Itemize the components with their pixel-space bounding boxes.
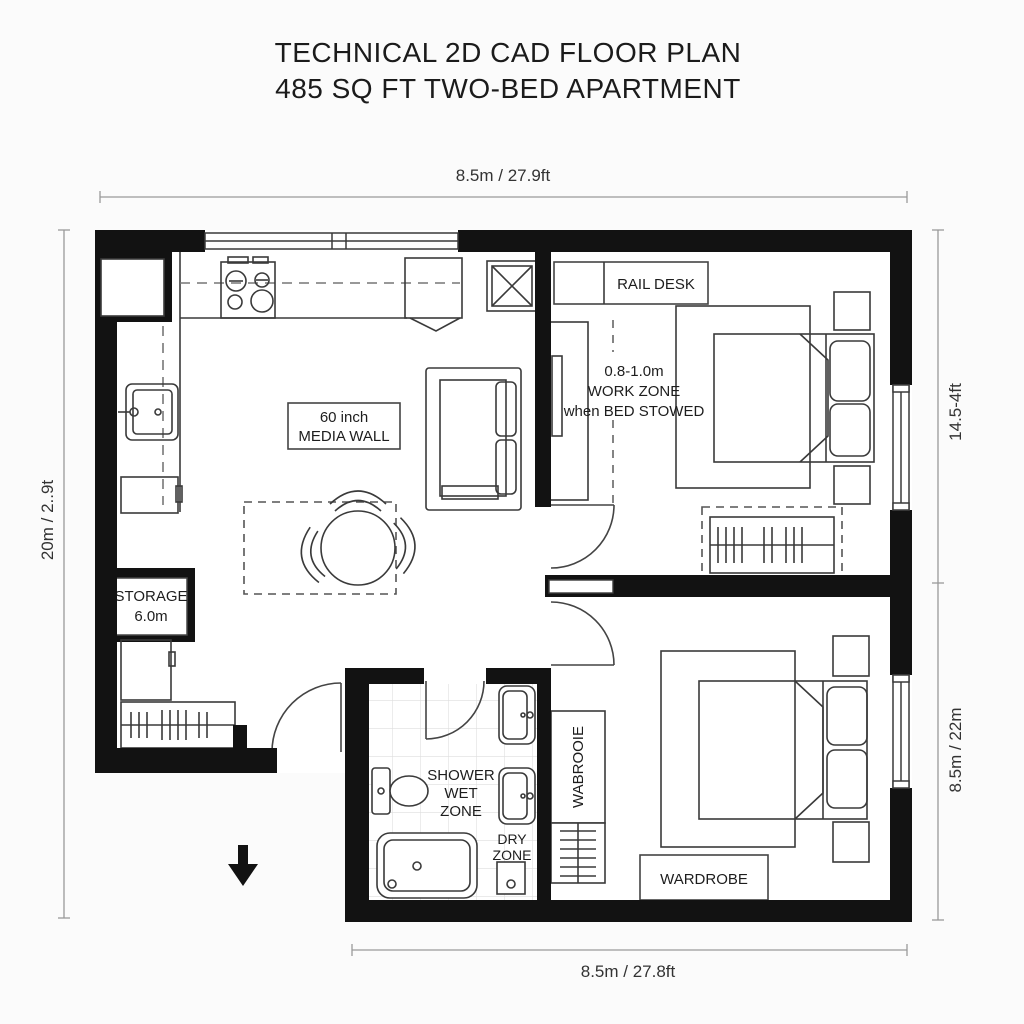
closet-label: WABROOIE <box>570 726 587 808</box>
page-title: TECHNICAL 2D CAD FLOOR PLAN 485 SQ FT TW… <box>275 37 742 104</box>
pillow <box>829 403 871 457</box>
dim-right-lower-label: 8.5m / 22m <box>946 707 965 792</box>
dim-top <box>99 191 908 203</box>
wall-bedroom-divider <box>545 575 912 597</box>
bathroom-sink-lower <box>498 767 536 825</box>
bathtub <box>376 832 478 899</box>
wall-right-1 <box>890 230 912 385</box>
bedroom1 <box>547 261 875 582</box>
wardrobe-label: WARDROBE <box>660 871 748 888</box>
pillow <box>826 686 868 746</box>
entrance-arrow-icon <box>228 845 258 886</box>
storage-label-1: STORAGE <box>114 588 187 605</box>
sofa <box>425 367 522 511</box>
rail-desk-label: RAIL DESK <box>617 276 695 293</box>
wall-bottom-left <box>95 748 277 773</box>
shower-label-3: ZONE <box>440 803 482 820</box>
bedroom1-window <box>892 384 910 511</box>
title-line1: TECHNICAL 2D CAD FLOOR PLAN <box>275 37 742 68</box>
wall-right-3 <box>890 788 912 900</box>
dining-set <box>243 490 416 595</box>
dim-bottom <box>351 944 908 956</box>
bed2 <box>660 650 868 848</box>
cabinet <box>120 639 176 701</box>
living-room <box>243 367 522 595</box>
wall-bed1-west <box>535 230 551 507</box>
kitchen-sink <box>118 383 179 441</box>
work-zone-label-1: 0.8-1.0m <box>604 363 663 380</box>
pocket-door-slot <box>548 579 614 594</box>
dim-right-upper-label: 14.5-4ft <box>946 383 965 441</box>
work-zone-label-3: when BED STOWED <box>563 403 705 420</box>
nightstand <box>833 465 871 505</box>
closet-column <box>550 710 606 884</box>
bedroom1-door <box>550 504 615 569</box>
wall-bath-right <box>537 668 551 900</box>
dim-left <box>58 229 70 919</box>
wall-bathroom-left <box>345 668 369 920</box>
storage-label-2: 6.0m <box>134 608 167 625</box>
media-wall-label-1: 60 inch <box>320 409 368 426</box>
dim-top-label: 8.5m / 27.9ft <box>456 166 551 185</box>
dim-bottom-label: 8.5m / 27.8ft <box>581 962 676 981</box>
wall-bottom <box>345 900 912 922</box>
kitchen-cabinet-lower <box>120 476 183 514</box>
bathroom <box>371 685 536 899</box>
chair-left <box>300 526 326 584</box>
wall-bath-top-b <box>486 668 543 684</box>
entrance-door <box>271 682 342 753</box>
wall-left <box>95 230 117 773</box>
work-zone-label-2: WORK ZONE <box>588 383 681 400</box>
nightstand <box>832 635 870 677</box>
nightstand <box>832 821 870 863</box>
dry-zone-label-2: ZONE <box>493 847 532 863</box>
bedroom2-window <box>892 674 910 789</box>
corner-appliance <box>100 258 165 317</box>
dim-left-label: 20m / 2..9t <box>38 480 57 561</box>
title-line2: 485 SQ FT TWO-BED APARTMENT <box>275 73 741 104</box>
wall-stub <box>233 725 247 750</box>
dim-right <box>932 229 944 921</box>
shower-label-2: WET <box>444 785 477 802</box>
kitchen-window <box>204 232 459 250</box>
windows <box>204 232 910 789</box>
pillow <box>826 749 868 809</box>
rail-desk-box <box>553 261 709 305</box>
bedroom2-door <box>550 601 615 666</box>
bedroom2 <box>550 635 870 901</box>
corner-cabinet <box>404 257 463 332</box>
stove <box>220 256 276 319</box>
wardrobe-box <box>639 854 769 901</box>
bathroom-sink-upper <box>498 685 536 745</box>
dimension-lines <box>58 191 944 956</box>
wall-top-right <box>458 230 912 252</box>
pillow <box>829 340 871 402</box>
toilet <box>371 767 429 815</box>
bed1 <box>675 305 875 489</box>
doors <box>271 504 615 753</box>
chair-top <box>329 490 387 512</box>
chair-right <box>393 517 416 575</box>
nightstand <box>833 291 871 331</box>
media-wall-label-2: MEDIA WALL <box>298 428 389 445</box>
shower-label-1: SHOWER <box>427 767 495 784</box>
wall-bath-top-a <box>369 668 424 684</box>
floor-drain <box>496 861 526 895</box>
media-wall-box <box>287 402 401 450</box>
dry-zone-label-1: DRY <box>497 831 527 847</box>
bathroom-door <box>425 680 485 740</box>
